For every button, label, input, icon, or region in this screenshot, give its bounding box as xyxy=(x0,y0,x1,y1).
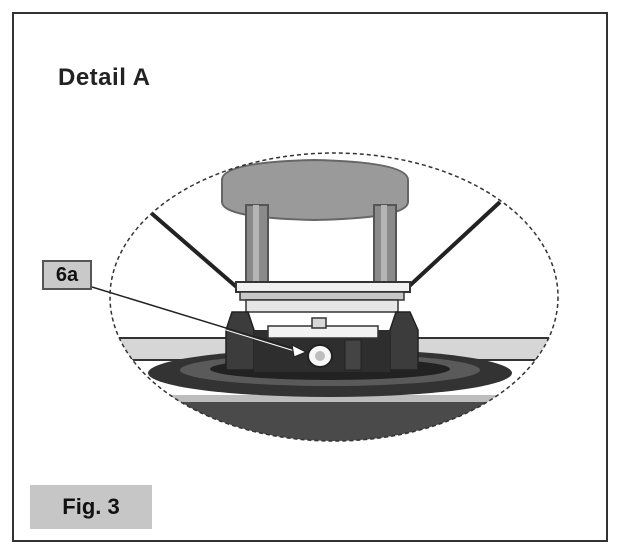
magnified-view xyxy=(110,153,558,441)
callout-leader-line xyxy=(91,286,299,351)
detail-title: Detail A xyxy=(58,64,151,91)
left-guide-line xyxy=(148,210,242,292)
arrowhead-icon xyxy=(291,343,308,358)
callout-label: 6a xyxy=(42,260,92,290)
lower-housing xyxy=(110,395,558,441)
figure-label: Fig. 3 xyxy=(30,485,152,529)
right-collar xyxy=(389,311,419,371)
right-guide-line xyxy=(403,200,502,292)
detail-ellipse xyxy=(109,152,559,442)
left-collar xyxy=(225,311,255,371)
